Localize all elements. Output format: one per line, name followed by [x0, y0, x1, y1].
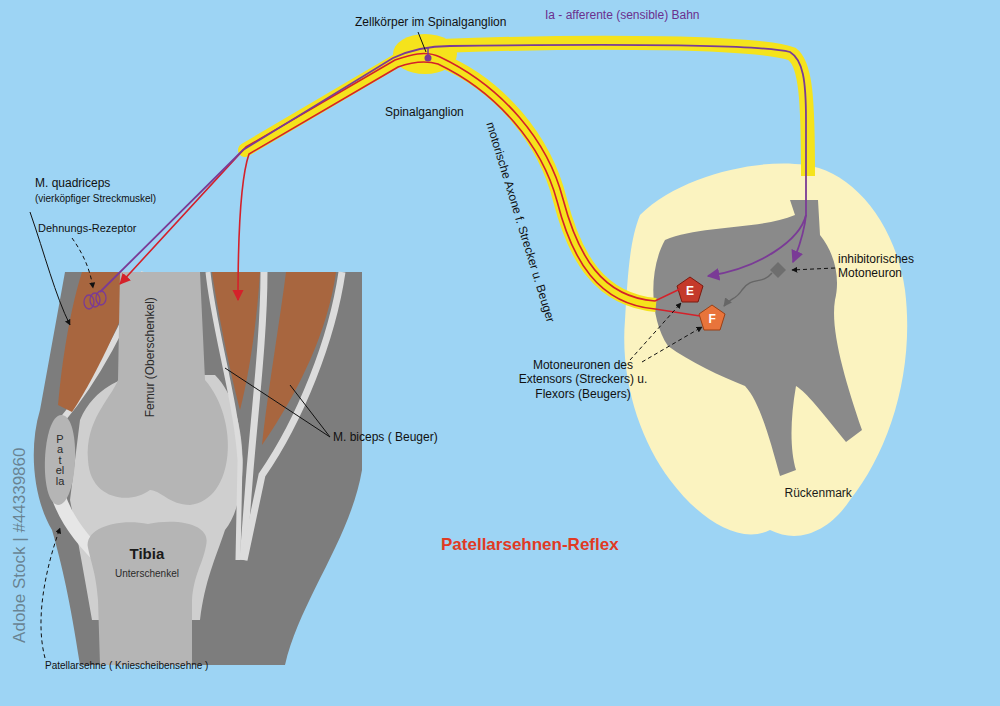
femur-bone: Femur (Oberschenkel) — [84, 270, 244, 510]
stretch-receptor — [90, 293, 100, 307]
bone-label: Tibia — [130, 545, 165, 563]
biceps-tendon — [244, 272, 342, 560]
patella-bone-shape — [45, 415, 75, 505]
flexor-motoneuron-shape — [699, 305, 725, 330]
leader-line — [290, 385, 330, 437]
pathway-label: motorische Axone f. Strecker u. Beuger — [482, 120, 557, 324]
extensor-motoneuron-shape — [677, 277, 703, 302]
patella-bone-shape — [45, 415, 75, 505]
spinal-cord-outline — [618, 155, 916, 550]
ventral-root — [440, 60, 656, 305]
tibia-bone-shape — [88, 522, 207, 665]
callout-text: Spinalganglion — [385, 105, 464, 119]
spinal-cord-shape — [653, 200, 862, 476]
callout-text: M. biceps ( Beuger) — [333, 430, 438, 444]
cell-stalk — [427, 47, 429, 55]
flexor-motoneuron-shape — [699, 305, 725, 330]
tibia-bone-outline — [84, 515, 210, 665]
spinal-ganglion — [393, 34, 457, 74]
callout-subtext: (vierköpfiger Streckmuskel) — [35, 193, 156, 205]
extensor-motoneuron: E — [677, 277, 703, 303]
neuron-letter: E — [686, 284, 694, 298]
bone-label: Patella — [56, 434, 65, 487]
leader-line — [225, 368, 330, 437]
spinal-cord-shape — [624, 163, 907, 535]
stretch-receptor — [96, 291, 106, 305]
femur-bone-outline — [84, 270, 244, 510]
callout-text: Dehnungs-Rezeptor — [38, 222, 136, 235]
biceps-muscle — [212, 272, 260, 410]
patella-bone: Patella — [40, 412, 82, 508]
femur-bone-shape — [88, 272, 228, 505]
pathway-label: Ia - afferente (sensible) Bahn — [545, 8, 700, 22]
biceps-muscle — [262, 272, 336, 445]
tibia-bone: TibiaUnterschenkel — [84, 515, 210, 665]
extensor-motoneuron-shape — [677, 277, 703, 302]
neuron-letter: F — [709, 312, 716, 326]
structure-label: Rückenmark — [785, 486, 852, 500]
diagram-title: Patellarsehnen-Reflex — [441, 535, 619, 555]
femur-bone-shape — [88, 272, 228, 505]
spinal-cord-shape — [624, 163, 907, 535]
watermark: Adobe Stock | #44339860 — [10, 448, 30, 643]
soft-tissue — [34, 272, 362, 665]
bone-label: Femur (Oberschenkel) — [143, 297, 157, 417]
callout-text: Motoneuronen des Extensors (Streckers) u… — [518, 358, 648, 401]
peripheral-nerve — [245, 60, 398, 150]
callout-text: Patellarsehne ( Kniescheibensehne ) — [45, 660, 208, 672]
flexor-motoneuron: F — [699, 305, 725, 331]
spinal-cord: Rückenmark E F — [618, 155, 916, 550]
leader-line — [41, 528, 60, 658]
stretch-receptor — [84, 295, 94, 309]
bone-sublabel: Unterschenkel — [115, 568, 179, 580]
callout-text: M. quadriceps — [35, 176, 110, 190]
motor-axon — [120, 54, 680, 301]
tibia-bone-shape — [88, 522, 207, 665]
callout-text: Zellkörper im Spinalganglion — [355, 15, 506, 29]
leader-line — [72, 238, 93, 288]
leader-line — [418, 32, 426, 52]
cell-body — [425, 55, 432, 62]
callout-text: inhibitorisches Motoneuron — [838, 252, 938, 281]
